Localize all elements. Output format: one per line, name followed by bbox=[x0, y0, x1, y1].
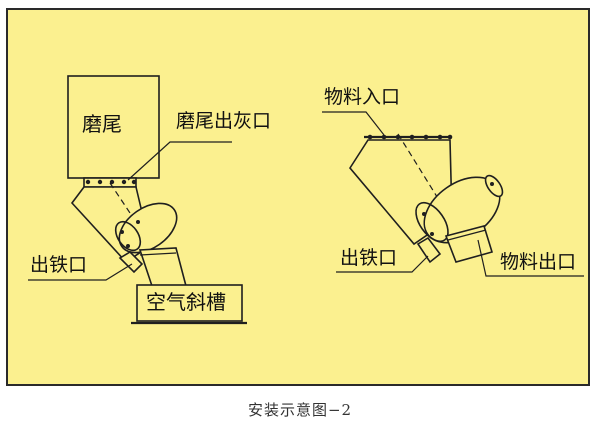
mill-tail-flange-bolts bbox=[85, 179, 137, 185]
right-drum-end-cap bbox=[484, 174, 504, 198]
left-separator-drum bbox=[118, 202, 178, 254]
material-inlet-label: 物料入口 bbox=[324, 86, 401, 108]
air-chute-box bbox=[136, 284, 243, 322]
left-drum-bolts bbox=[120, 220, 140, 248]
left-leader-lines bbox=[28, 141, 232, 281]
air-chute-label: 空气斜槽 bbox=[146, 290, 226, 314]
right-separator-drum-inner bbox=[415, 201, 449, 243]
left-iron-outlet-leader bbox=[28, 263, 133, 281]
mill-tail-label: 磨尾 bbox=[82, 112, 122, 136]
left-separator-drum-inner bbox=[114, 220, 142, 252]
right-drum-bolts bbox=[422, 182, 494, 236]
material-outlet-label: 物料出口 bbox=[500, 251, 577, 273]
figure-caption: 安装示意图−2 bbox=[247, 401, 353, 419]
mill-tail-box bbox=[67, 75, 160, 179]
right-iron-outlet-leader bbox=[336, 255, 429, 273]
left-iron-outlet-label: 出铁口 bbox=[30, 254, 88, 276]
material-inlet-leader bbox=[322, 111, 385, 136]
right-iron-outlet-spout bbox=[416, 236, 442, 264]
right-assembly bbox=[349, 133, 504, 264]
left-iron-outlet-spout bbox=[118, 250, 144, 274]
right-inlet-flange-bolts bbox=[367, 134, 453, 140]
material-outlet-leader bbox=[477, 239, 584, 277]
right-leader-lines bbox=[322, 111, 584, 277]
ash-outlet-leader bbox=[127, 141, 232, 181]
ash-outlet-label: 磨尾出灰口 bbox=[176, 110, 272, 132]
left-assembly bbox=[67, 75, 247, 325]
right-iron-outlet-label: 出铁口 bbox=[340, 247, 398, 269]
